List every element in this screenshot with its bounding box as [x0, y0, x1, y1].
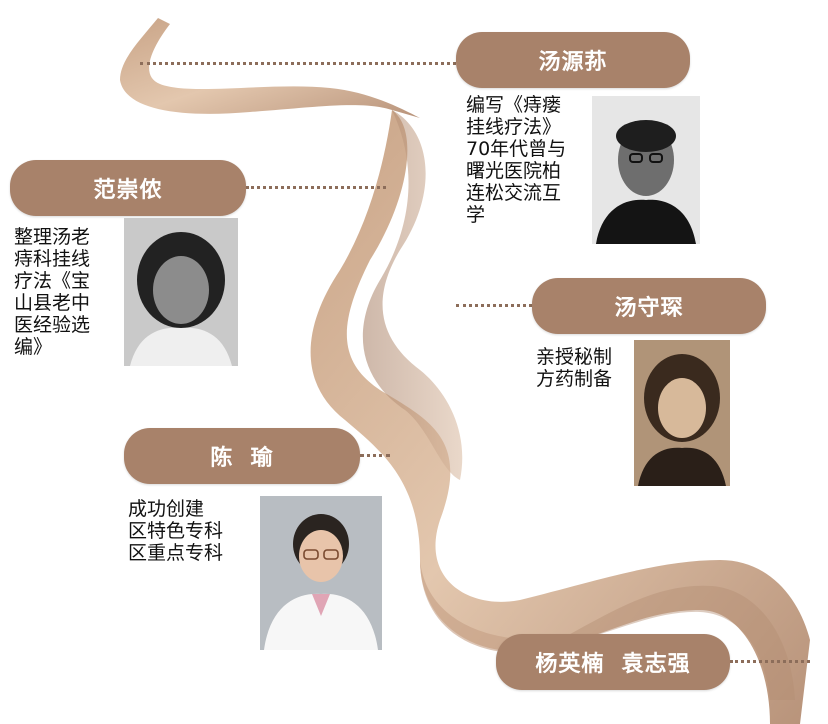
- description-text: 亲授秘制 方药制备: [536, 346, 613, 390]
- connector-dots: [730, 660, 810, 663]
- connector-dots: [456, 304, 532, 307]
- connector-dots: [140, 62, 456, 65]
- name-label: 汤源荪: [456, 32, 690, 88]
- portrait-photo-4: [260, 496, 382, 650]
- name-label: 杨英楠 袁志强: [496, 634, 730, 690]
- description-text: 整理汤老 痔科挂线 疗法《宝 山县老中 医经验选 编》: [14, 226, 91, 358]
- name-label: 范崇侬: [10, 160, 246, 216]
- portrait-icon: [634, 340, 730, 486]
- connector-dots: [360, 454, 390, 457]
- name-label: 汤守琛: [532, 278, 766, 334]
- portrait-photo-1: [592, 96, 700, 244]
- portrait-icon: [592, 96, 700, 244]
- portrait-photo-2: [124, 218, 238, 366]
- portrait-icon: [124, 218, 238, 366]
- connector-dots: [246, 186, 386, 189]
- portrait-icon: [260, 496, 382, 650]
- description-text: 成功创建 区特色专科 区重点专科: [128, 498, 224, 564]
- description-text: 编写《痔瘘 挂线疗法》 70年代曾与 曙光医院柏 连松交流互 学: [466, 94, 567, 226]
- name-label: 陈 瑜: [124, 428, 360, 484]
- portrait-photo-3: [634, 340, 730, 486]
